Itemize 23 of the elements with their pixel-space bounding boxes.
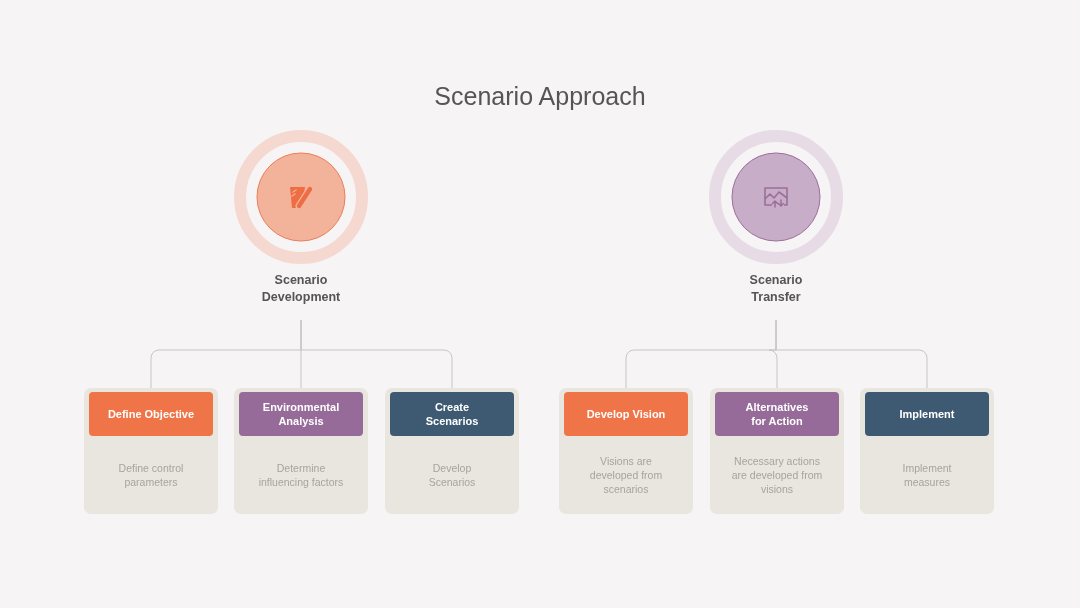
step-description: Visions are developed from scenarios	[588, 454, 664, 496]
step-description: Necessary actions are developed from visions	[730, 454, 824, 496]
step-card	[710, 388, 844, 514]
step-card	[559, 388, 693, 514]
step-card	[84, 388, 218, 514]
step-header: Environmental Analysis	[239, 392, 363, 436]
step-card	[385, 388, 519, 514]
phase-title: Scenario Transfer	[748, 272, 804, 306]
step-header: Create Scenarios	[390, 392, 514, 436]
step-header: Develop Vision	[564, 392, 688, 436]
step-header: Define Objective	[89, 392, 213, 436]
step-card	[860, 388, 994, 514]
step-description: Implement measures	[901, 461, 953, 489]
phase-title: Scenario Development	[260, 272, 342, 306]
step-card	[234, 388, 368, 514]
connector-line	[775, 319, 928, 389]
step-header: Implement	[865, 392, 989, 436]
step-description: Develop Scenarios	[427, 461, 477, 489]
step-description: Determine influencing factors	[257, 461, 345, 489]
connector-line	[300, 319, 453, 389]
step-description: Define control parameters	[117, 461, 185, 489]
diagram-title: Scenario Approach	[434, 81, 646, 112]
step-header: Alternatives for Action	[715, 392, 839, 436]
